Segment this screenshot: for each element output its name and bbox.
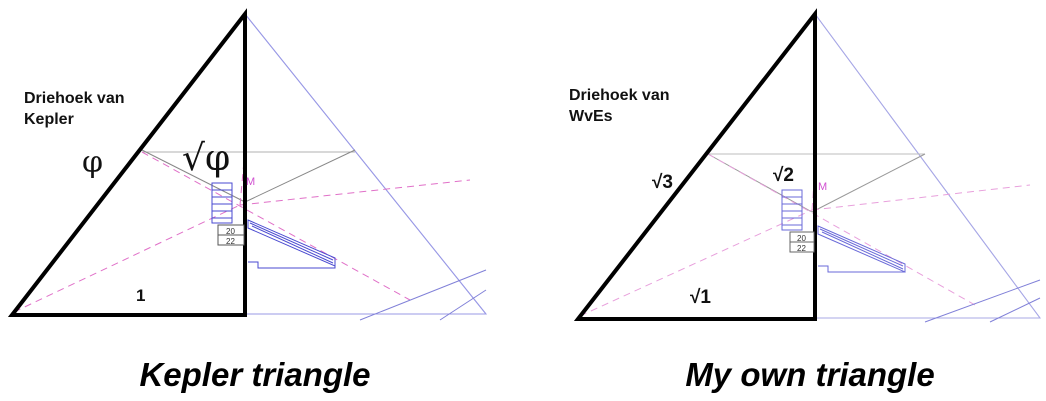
own-title-line1: Driehoek van [569,87,669,104]
own-dim-lower: 22 [797,244,806,253]
own-construction-lines [707,153,926,213]
own-title-line2: WvEs [569,108,613,125]
own-pyramid-outline [579,13,1041,319]
kepler-title-line2: Kepler [24,111,74,128]
own-lower-lines [924,279,1041,323]
own-hypotenuse-label: √3 [652,172,673,193]
own-base-label: √1 [690,287,711,308]
kepler-triangle [7,8,247,317]
kepler-panel: 20 22 M Driehoek van Kepler φ √φ 1 Keple… [7,8,488,393]
kepler-dashed-lines [13,149,471,313]
kepler-lower-lines [359,269,487,321]
kepler-title-line1: Driehoek van [24,90,124,107]
kepler-construction-lines [141,149,356,203]
kepler-dim-lower: 22 [226,237,235,246]
kepler-caption: Kepler triangle [139,356,370,393]
kepler-hypotenuse-label: φ [82,145,103,180]
kepler-point-m: M [246,176,255,188]
own-dim-upper: 20 [797,234,806,243]
kepler-base-label: 1 [136,286,145,305]
own-height-label: √2 [773,165,794,186]
own-triangle [573,8,817,321]
kepler-chamber-sketch [211,182,336,269]
kepler-dimension-box [217,224,245,246]
own-caption: My own triangle [685,356,934,393]
kepler-dim-upper: 20 [226,227,235,236]
own-point-m: M [818,181,827,193]
own-dimension-box [789,231,815,253]
kepler-height-label: √φ [182,138,230,179]
own-panel: 20 22 M Driehoek van WvEs √3 √2 √1 My ow… [569,8,1041,393]
own-chamber-sketch [781,189,906,273]
